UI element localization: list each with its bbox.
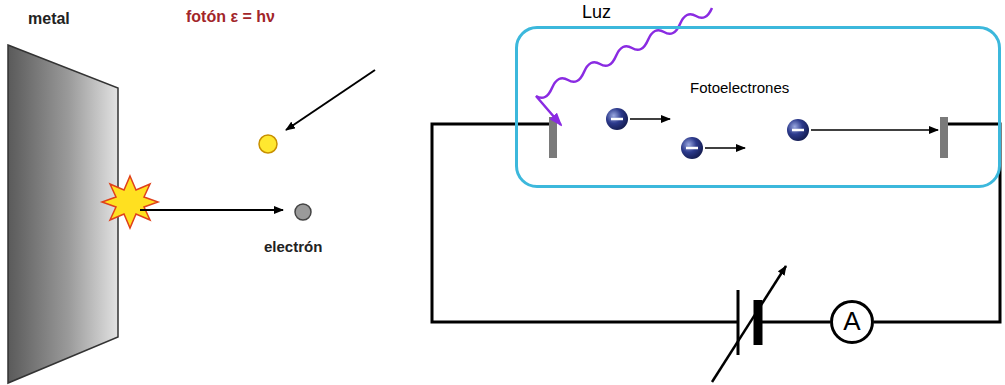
wire [762, 321, 830, 324]
variable-arrow [712, 266, 786, 382]
ammeter-symbol: A [830, 300, 874, 344]
photoelectron [606, 108, 628, 130]
electron-arrow [705, 147, 745, 149]
phototube: Fotoelectrones [515, 26, 1001, 188]
photoelectron [787, 119, 809, 141]
electron-arrow [811, 129, 938, 131]
wire [432, 124, 738, 322]
metal-plate [8, 45, 118, 383]
impact-star [102, 176, 158, 228]
photon-label: fotón ε = hν [186, 8, 275, 26]
part-label: metal [28, 10, 70, 28]
electron-arrow [630, 118, 670, 120]
electron [295, 204, 311, 220]
anode [940, 117, 948, 158]
part-label: electrón [264, 238, 322, 255]
photon [259, 135, 277, 153]
cathode [549, 117, 557, 158]
electron-arrow [140, 209, 283, 211]
wire [874, 124, 1000, 322]
photon-arrow [286, 70, 375, 130]
battery-plate [737, 290, 740, 355]
photoelectron [681, 137, 703, 159]
light-label: Luz [582, 2, 611, 23]
node-text: A [843, 307, 860, 337]
node-text: Fotoelectrones [690, 79, 789, 96]
